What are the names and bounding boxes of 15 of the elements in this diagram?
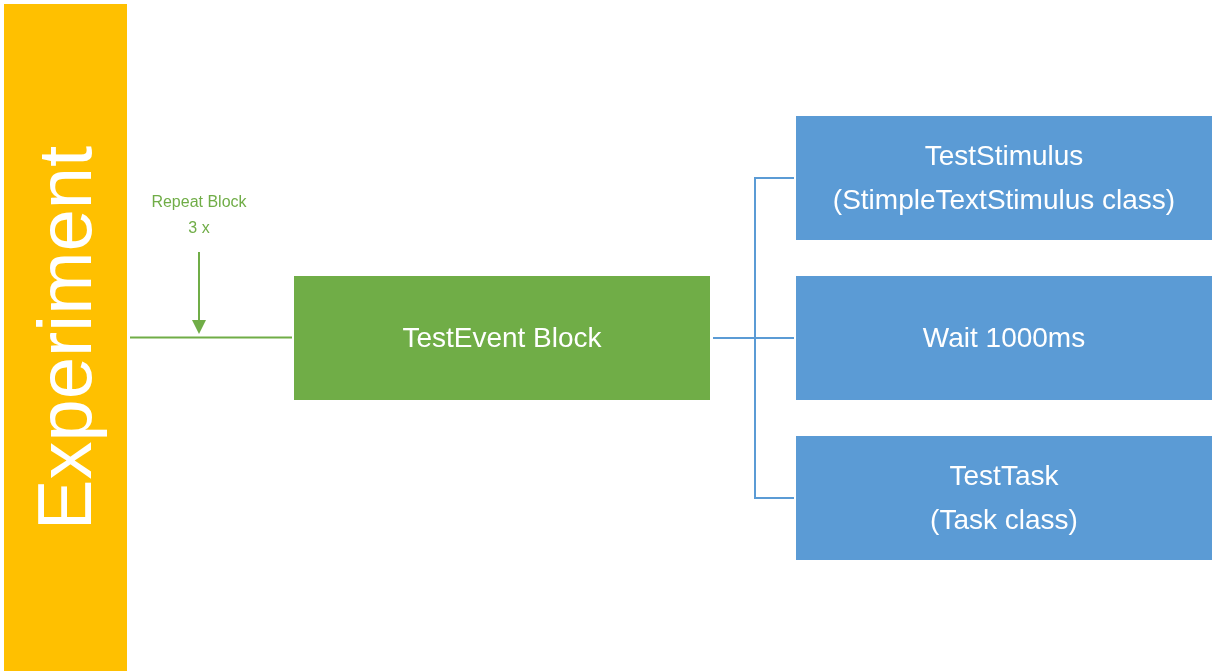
annotation-text: Repeat Block: [150, 192, 248, 212]
process-box: [294, 276, 710, 400]
box-text: TestTask: [949, 459, 1059, 493]
connector-line: [129, 336, 293, 339]
box-text: TestEvent Block: [402, 321, 602, 355]
annotation-text: 3 x: [187, 218, 211, 238]
box-text: (StimpleTextStimulus class): [832, 183, 1176, 217]
box-text: Wait 1000ms: [922, 321, 1086, 355]
process-box: [796, 116, 1212, 240]
title-bar: [4, 4, 127, 671]
box-text: (Task class): [930, 503, 1078, 537]
process-box: [796, 436, 1212, 560]
process-box: [796, 276, 1212, 400]
box-text: TestStimulus: [924, 139, 1084, 173]
connector-line: [712, 337, 795, 499]
